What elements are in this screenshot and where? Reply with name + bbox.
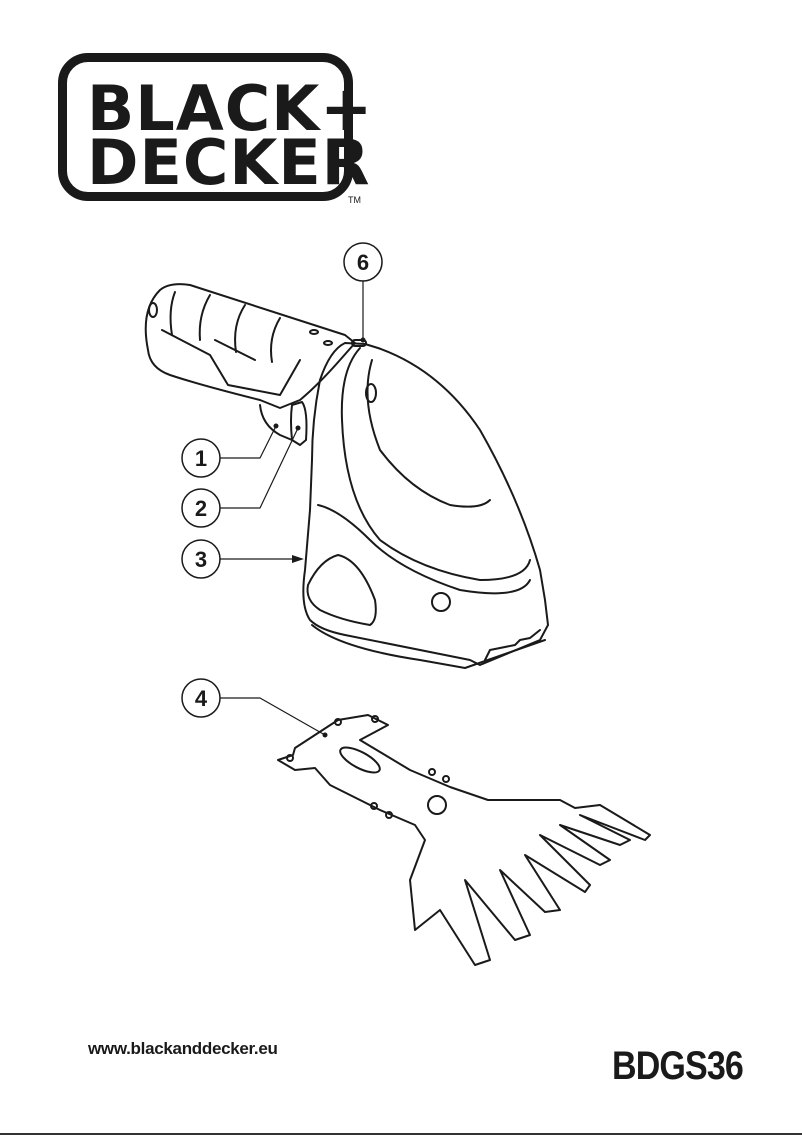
brand-logo: BLACK+ DECKER (58, 53, 372, 201)
switch-parts (259, 401, 308, 446)
logo-line-1: BLACK+ (87, 72, 374, 145)
shrub-blade (277, 714, 651, 966)
model-number: BDGS36 (612, 1044, 744, 1088)
callout-4: 4 (181, 678, 328, 738)
svg-text:1: 1 (195, 446, 207, 471)
callout-3: 3 (181, 539, 304, 579)
svg-text:2: 2 (195, 496, 207, 521)
bottom-rule (0, 1133, 802, 1135)
trademark-symbol: TM (348, 195, 361, 205)
logo-line-2: DECKER (87, 126, 371, 199)
callout-2: 2 (181, 425, 301, 528)
shear-handle (144, 283, 356, 409)
website-url: www.blackanddecker.eu (88, 1039, 278, 1058)
svg-text:3: 3 (195, 547, 207, 572)
svg-text:6: 6 (357, 250, 369, 275)
callout-6: 6 (343, 242, 383, 343)
product-illustration: 6 1 2 3 4 (144, 242, 651, 966)
shear-body (302, 339, 549, 669)
callout-1: 1 (181, 423, 279, 478)
svg-text:4: 4 (195, 686, 208, 711)
